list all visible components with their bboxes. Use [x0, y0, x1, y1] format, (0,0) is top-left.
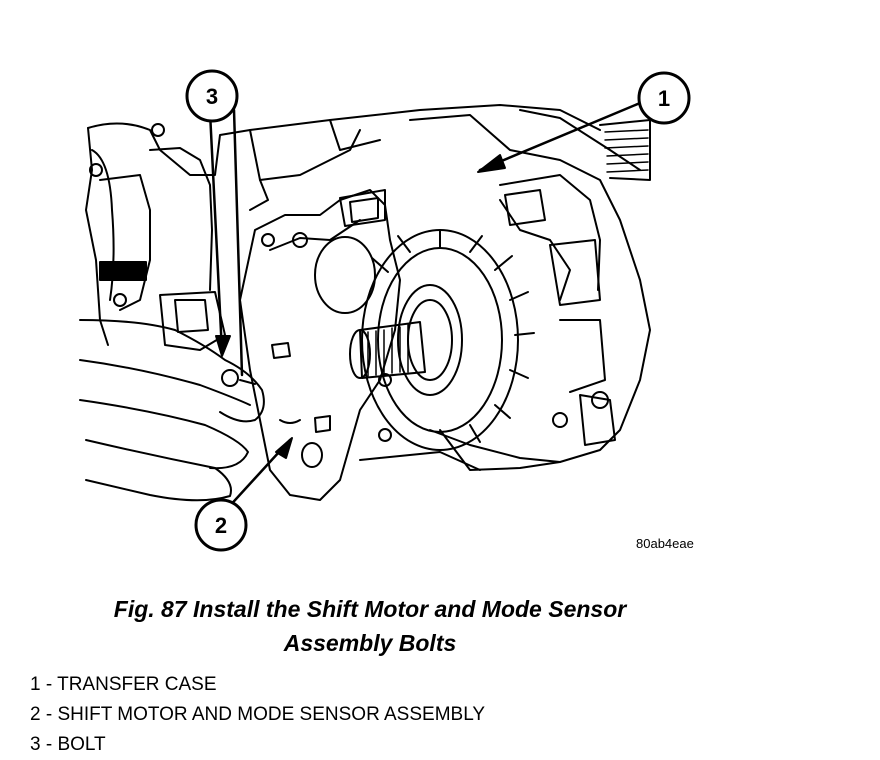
technical-illustration: 3 1 2	[79, 69, 691, 552]
callout-2	[194, 498, 248, 552]
figure-id: 80ab4eae	[636, 536, 694, 551]
legend-item: 2 - SHIFT MOTOR AND MODE SENSOR ASSEMBLY	[30, 704, 486, 725]
output-shaft	[349, 284, 463, 396]
cover-fins	[361, 229, 535, 451]
callout-1-label: 1	[658, 86, 670, 111]
callout-2-label: 2	[215, 513, 227, 538]
hand	[79, 319, 265, 502]
legend-list: 1 - TRANSFER CASE 2 - SHIFT MOTOR AND MO…	[30, 670, 485, 760]
callout-3	[185, 69, 239, 123]
transmission-housing	[85, 104, 601, 351]
legend-item: 1 - TRANSFER CASE	[30, 674, 217, 695]
caption-line-1: Fig. 87 Install the Shift Motor and Mode…	[113, 596, 627, 622]
callout-3-label: 3	[206, 84, 218, 109]
callout-1	[637, 71, 691, 125]
transfer-case	[359, 109, 651, 471]
shift-motor-assembly	[239, 189, 401, 501]
legend-item: 3 - BOLT	[30, 734, 106, 755]
caption-line-2: Assembly Bolts	[283, 630, 457, 656]
figure-caption: Fig. 87 Install the Shift Motor and Mode…	[0, 592, 740, 660]
